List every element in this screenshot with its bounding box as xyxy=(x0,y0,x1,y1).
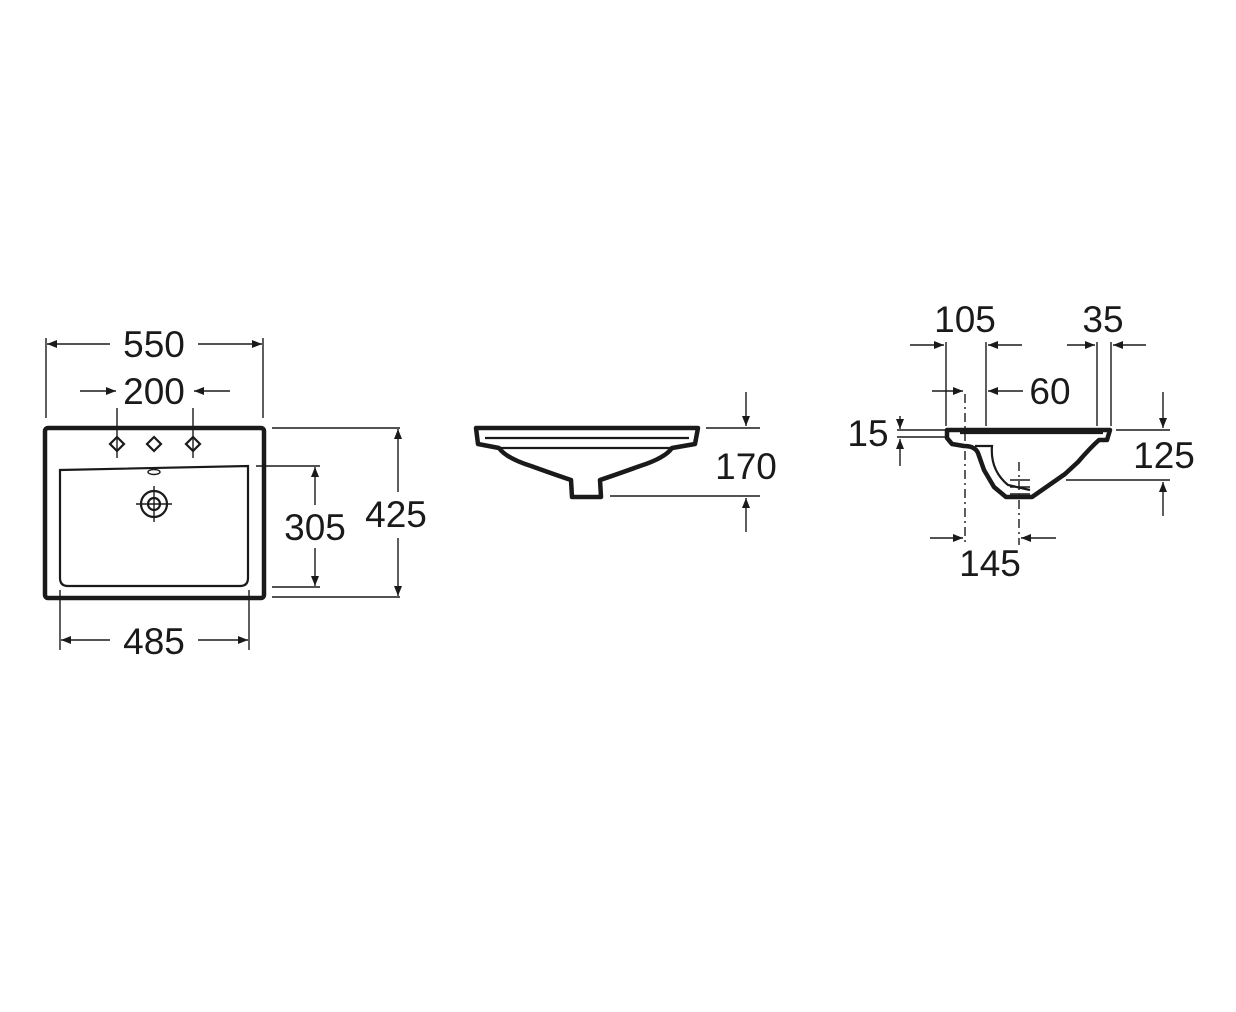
tap-hole-right xyxy=(184,408,202,458)
overflow-slot xyxy=(147,468,161,476)
dim-height: 170 xyxy=(715,446,777,487)
dim-bowl-height: 125 xyxy=(1133,435,1195,476)
dim-overflow-offset: 60 xyxy=(1029,371,1070,412)
basin-outline-front xyxy=(473,425,701,500)
dim-rim-thickness: 15 xyxy=(847,413,888,454)
waste-outlet-side xyxy=(1010,479,1030,495)
dim-waste-offset: 145 xyxy=(959,543,1021,584)
dim-back-edge: 35 xyxy=(1082,299,1123,340)
dim-overall-width: 550 xyxy=(123,324,185,365)
side-view: 105 35 60 15 125 145 xyxy=(847,299,1194,584)
tap-hole-left xyxy=(108,408,126,458)
front-view: 170 xyxy=(473,392,777,532)
basin-outline-side xyxy=(944,427,1113,500)
basin-outline-top xyxy=(42,425,267,601)
dim-bowl-depth: 305 xyxy=(284,507,346,548)
tap-hole-center xyxy=(145,435,163,453)
bowl-outline-top xyxy=(58,464,250,588)
dim-bowl-width: 485 xyxy=(123,621,185,662)
waste-outlet-top xyxy=(136,486,172,522)
dim-rim-to-waste: 105 xyxy=(934,299,996,340)
dim-overall-depth: 425 xyxy=(365,494,427,535)
top-view: 550 200 425 305 485 xyxy=(42,324,427,662)
dim-tap-spacing: 200 xyxy=(123,371,185,412)
